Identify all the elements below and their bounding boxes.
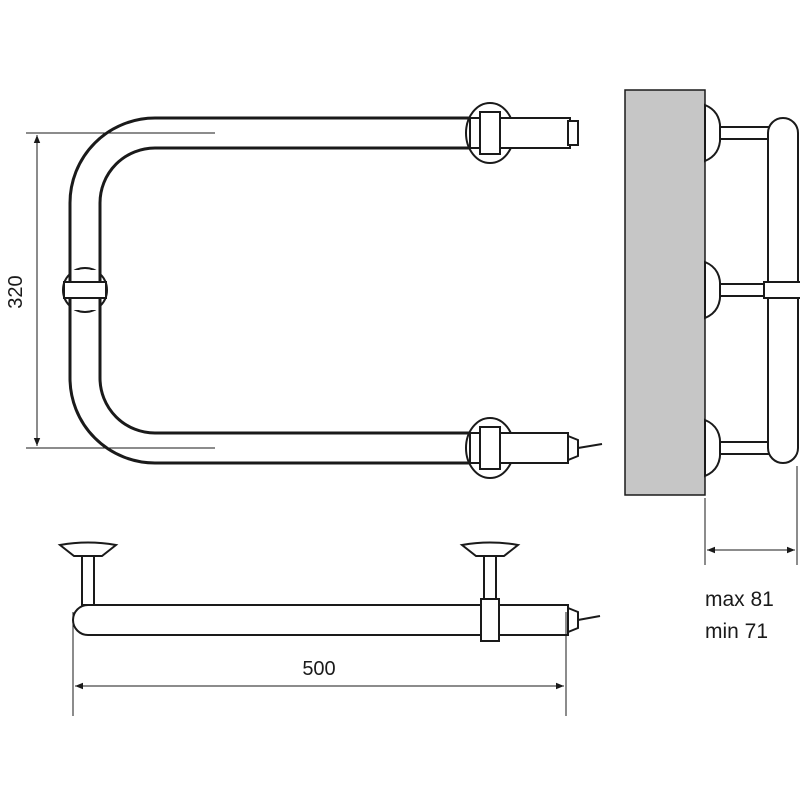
wall-section [624,89,706,496]
side-flange-top [704,103,722,163]
top-view-collar [480,598,500,642]
depth-max-label: max 81 [705,588,774,611]
u-tube-inner-edge [98,146,470,435]
bottom-wall-flange [465,417,603,479]
width-label: 500 [302,658,335,680]
side-collar [763,281,800,299]
width-dimension: 500 [72,612,567,716]
top-view: 500 [57,541,601,716]
left-top-mount [57,541,119,606]
depth-min-label: min 71 [705,620,768,643]
side-flange-middle [704,260,722,320]
side-flange-bottom [704,418,722,478]
top-view-tube [72,604,569,636]
height-label: 320 [5,275,27,308]
middle-wall-bracket [62,267,108,313]
side-view: max 81 min 71 [624,89,800,643]
front-view: 320 [5,102,603,479]
height-dimension: 320 [5,132,215,449]
right-top-mount [459,541,521,606]
depth-dimension [704,466,798,565]
top-wall-flange [465,102,579,164]
u-tube-outer-edge [68,116,470,465]
